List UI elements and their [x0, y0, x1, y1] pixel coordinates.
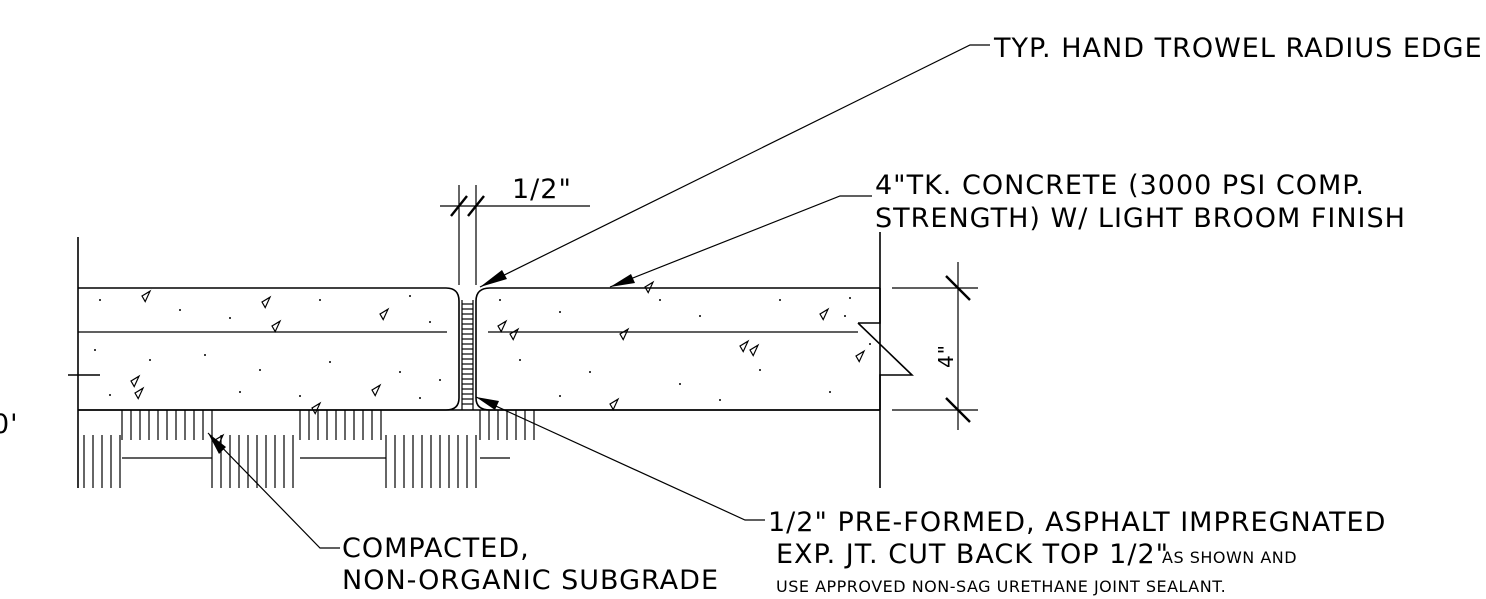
aggregate-dot: [179, 309, 181, 311]
aggregate-triangle: [619, 327, 630, 341]
joint-label-line2-main: EXP. JT. CUT BACK TOP 1/2": [776, 539, 1169, 570]
aggregate-dot: [229, 317, 231, 319]
leader-expansion-joint: [475, 396, 765, 521]
leader-concrete: [609, 195, 872, 288]
aggregate-dot: [779, 299, 781, 301]
right-concrete-slab: [475, 287, 880, 411]
aggregate-dot: [94, 349, 96, 351]
aggregate-triangle: [379, 307, 390, 321]
aggregate-dot: [319, 299, 321, 301]
concrete-aggregate-marks: [94, 280, 871, 447]
aggregate-triangle: [739, 339, 750, 353]
aggregate-dot: [589, 371, 591, 373]
aggregate-dot: [299, 395, 301, 397]
aggregate-dot: [329, 361, 331, 363]
left-concrete-slab: [78, 287, 460, 411]
aggregate-dot: [149, 359, 151, 361]
concrete-label-line2: STRENGTH) W/ LIGHT BROOM FINISH: [875, 203, 1406, 234]
left-extension-line: [68, 237, 100, 488]
aggregate-dot: [559, 311, 561, 313]
aggregate-triangle: [141, 289, 152, 303]
aggregate-triangle: [819, 307, 830, 321]
joint-label-line1: 1/2" PRE-FORMED, ASPHALT IMPREGNATED: [768, 507, 1386, 538]
aggregate-dot: [439, 379, 441, 381]
aggregate-dot: [259, 369, 261, 371]
joint-width-label: 1/2": [512, 174, 572, 205]
aggregate-dot: [429, 321, 431, 323]
aggregate-dot: [499, 299, 501, 301]
aggregate-dot: [99, 299, 101, 301]
aggregate-dot: [699, 315, 701, 317]
joint-width-dimension: 1/2": [440, 174, 590, 285]
concrete-label-line1: 4"TK. CONCRETE (3000 PSI COMP.: [875, 170, 1365, 201]
subgrade-label-line1: COMPACTED,: [342, 533, 530, 564]
aggregate-dot: [679, 383, 681, 385]
aggregate-dot: [419, 397, 421, 399]
thickness-label: 4": [934, 344, 958, 368]
aggregate-triangle: [749, 343, 760, 357]
leader-subgrade: [207, 432, 340, 549]
aggregate-triangle: [509, 327, 520, 341]
aggregate-dot: [409, 295, 411, 297]
aggregate-dot: [829, 391, 831, 393]
cropped-left-label: 0': [0, 409, 19, 440]
aggregate-triangle: [130, 374, 141, 388]
subgrade-label-line2: NON-ORGANIC SUBGRADE: [342, 565, 719, 596]
right-break-symbol: [857, 232, 914, 488]
aggregate-dot: [719, 399, 721, 401]
subgrade: [78, 409, 880, 488]
aggregate-dot: [239, 391, 241, 393]
joint-label-line2-small: AS SHOWN AND: [1162, 548, 1297, 567]
aggregate-triangle: [609, 397, 620, 411]
aggregate-dot: [399, 371, 401, 373]
aggregate-dot: [559, 395, 561, 397]
thickness-dimension: 4": [892, 262, 978, 430]
aggregate-dot: [849, 297, 851, 299]
aggregate-triangle: [855, 349, 866, 363]
aggregate-dot: [659, 299, 661, 301]
aggregate-triangle: [644, 280, 655, 294]
joint-label-line3: USE APPROVED NON-SAG URETHANE JOINT SEAL…: [776, 577, 1226, 596]
expansion-joint-filler: [461, 300, 474, 410]
aggregate-triangle: [311, 401, 322, 415]
aggregate-triangle: [134, 386, 145, 400]
aggregate-triangle: [497, 319, 508, 333]
aggregate-dot: [519, 359, 521, 361]
aggregate-triangle: [261, 295, 272, 309]
aggregate-dot: [204, 354, 206, 356]
aggregate-dot: [109, 394, 111, 396]
aggregate-dot: [759, 369, 761, 371]
leader-typ-edge: [479, 44, 990, 288]
aggregate-dot: [869, 343, 871, 345]
typ-edge-label: TYP. HAND TROWEL RADIUS EDGE: [993, 33, 1483, 64]
aggregate-dot: [844, 315, 846, 317]
aggregate-triangle: [271, 319, 282, 333]
aggregate-triangle: [371, 383, 382, 397]
